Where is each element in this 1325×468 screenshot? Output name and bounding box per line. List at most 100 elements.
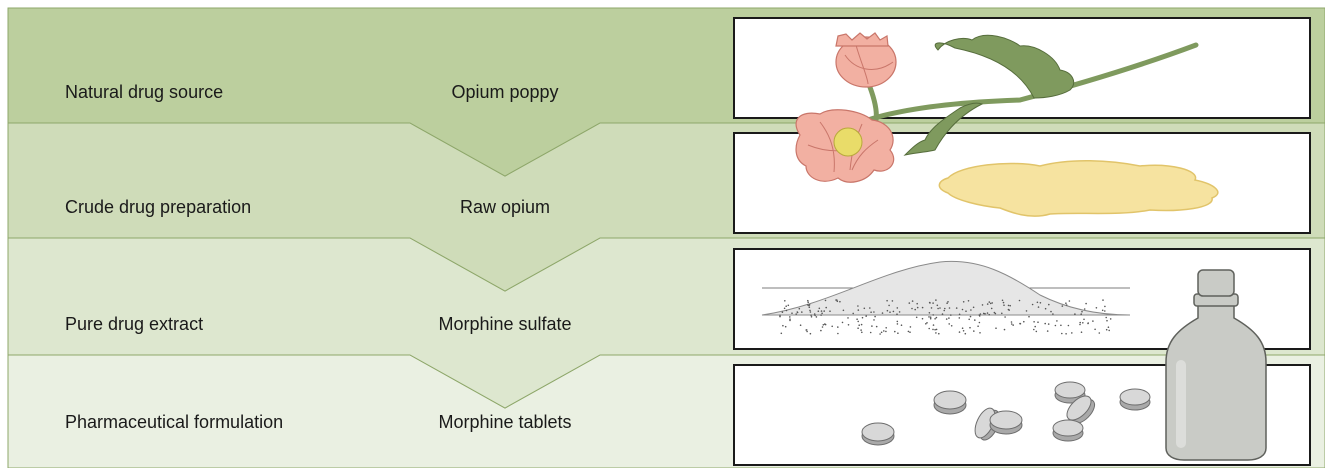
powder-speckle <box>847 317 849 319</box>
powder-speckle <box>892 300 894 302</box>
powder-speckle <box>897 307 899 309</box>
powder-speckle <box>1004 329 1006 331</box>
powder-speckle <box>1001 313 1003 315</box>
powder-speckle <box>973 330 975 332</box>
powder-speckle <box>784 300 786 302</box>
powder-speckle <box>965 333 967 335</box>
powder-speckle <box>959 331 961 333</box>
powder-speckle <box>959 317 961 319</box>
powder-speckle <box>809 304 811 306</box>
powder-speckle <box>956 307 958 309</box>
powder-speckle <box>789 318 791 320</box>
stage-label-natural-drug-source: Natural drug source <box>65 82 223 102</box>
powder-speckle <box>922 307 924 309</box>
powder-speckle <box>973 307 975 309</box>
powder-speckle <box>937 305 939 307</box>
powder-speckle <box>1026 310 1028 312</box>
powder-speckle <box>1108 330 1110 332</box>
tablet <box>862 423 894 445</box>
powder-speckle <box>962 309 964 311</box>
powder-speckle <box>951 325 953 327</box>
powder-speckle <box>1002 300 1004 302</box>
powder-speckle <box>968 300 970 302</box>
powder-speckle <box>1003 304 1005 306</box>
powder-speckle <box>929 302 931 304</box>
powder-speckle <box>1033 321 1035 323</box>
powder-speckle <box>989 301 991 303</box>
powder-speckle <box>805 329 807 331</box>
powder-speckle <box>1038 306 1040 308</box>
example-label-morphine-sulfate: Morphine sulfate <box>438 314 571 334</box>
powder-speckle <box>931 307 933 309</box>
powder-speckle <box>935 332 937 334</box>
powder-speckle <box>908 331 910 333</box>
powder-speckle <box>1068 325 1070 327</box>
powder-speckle <box>1104 306 1106 308</box>
powder-speckle <box>942 313 944 315</box>
powder-speckle <box>949 307 951 309</box>
powder-speckle <box>969 327 971 329</box>
powder-speckle <box>1012 324 1014 326</box>
powder-speckle <box>1096 307 1098 309</box>
powder-speckle <box>896 313 898 315</box>
powder-speckle <box>873 311 875 313</box>
powder-speckle <box>979 315 981 317</box>
powder-speckle <box>963 330 965 332</box>
powder-speckle <box>934 329 936 331</box>
powder-speckle <box>873 319 875 321</box>
powder-speckle <box>862 317 864 319</box>
powder-speckle <box>912 300 914 302</box>
powder-speckle <box>870 311 872 313</box>
powder-speckle <box>1071 332 1073 334</box>
stage-label-pharmaceutical-formulation: Pharmaceutical formulation <box>65 412 283 432</box>
powder-speckle <box>820 314 822 316</box>
powder-speckle <box>944 308 946 310</box>
powder-speckle <box>801 311 803 313</box>
powder-speckle <box>937 308 939 310</box>
powder-speckle <box>885 331 887 333</box>
powder-speckle <box>1032 304 1034 306</box>
powder-speckle <box>983 313 985 315</box>
powder-speckle <box>933 324 935 326</box>
powder-speckle <box>1008 309 1010 311</box>
powder-speckle <box>932 329 934 331</box>
powder-speckle <box>1055 325 1057 327</box>
powder-speckle <box>829 310 831 312</box>
powder-speckle <box>1056 320 1058 322</box>
powder-speckle <box>789 316 791 318</box>
powder-speckle <box>864 308 866 310</box>
powder-speckle <box>814 315 816 317</box>
example-label-raw-opium: Raw opium <box>460 197 550 217</box>
powder-speckle <box>882 312 884 314</box>
powder-speckle <box>947 301 949 303</box>
powder-speckle <box>874 316 876 318</box>
powder-speckle <box>807 300 809 302</box>
powder-speckle <box>782 325 784 327</box>
powder-speckle <box>1045 308 1047 310</box>
powder-speckle <box>929 312 931 314</box>
powder-speckle <box>836 299 838 301</box>
powder-speckle <box>881 332 883 334</box>
powder-speckle <box>857 321 859 323</box>
powder-speckle <box>990 303 992 305</box>
powder-speckle <box>781 333 783 335</box>
powder-speckle <box>1060 325 1062 327</box>
powder-speckle <box>887 310 889 312</box>
powder-speckle <box>823 310 825 312</box>
powder-speckle <box>1011 323 1013 325</box>
powder-speckle <box>800 324 802 326</box>
powder-speckle <box>883 330 885 332</box>
powder-speckle <box>810 311 812 313</box>
powder-speckle <box>852 313 854 315</box>
powder-speckle <box>797 311 799 313</box>
powder-speckle <box>888 305 890 307</box>
powder-speckle <box>1028 316 1030 318</box>
powder-speckle <box>811 316 813 318</box>
powder-speckle <box>946 318 948 320</box>
powder-speckle <box>1082 322 1084 324</box>
powder-speckle <box>1044 323 1046 325</box>
powder-speckle <box>970 316 972 318</box>
powder-speckle <box>1066 304 1068 306</box>
powder-speckle <box>1061 333 1063 335</box>
